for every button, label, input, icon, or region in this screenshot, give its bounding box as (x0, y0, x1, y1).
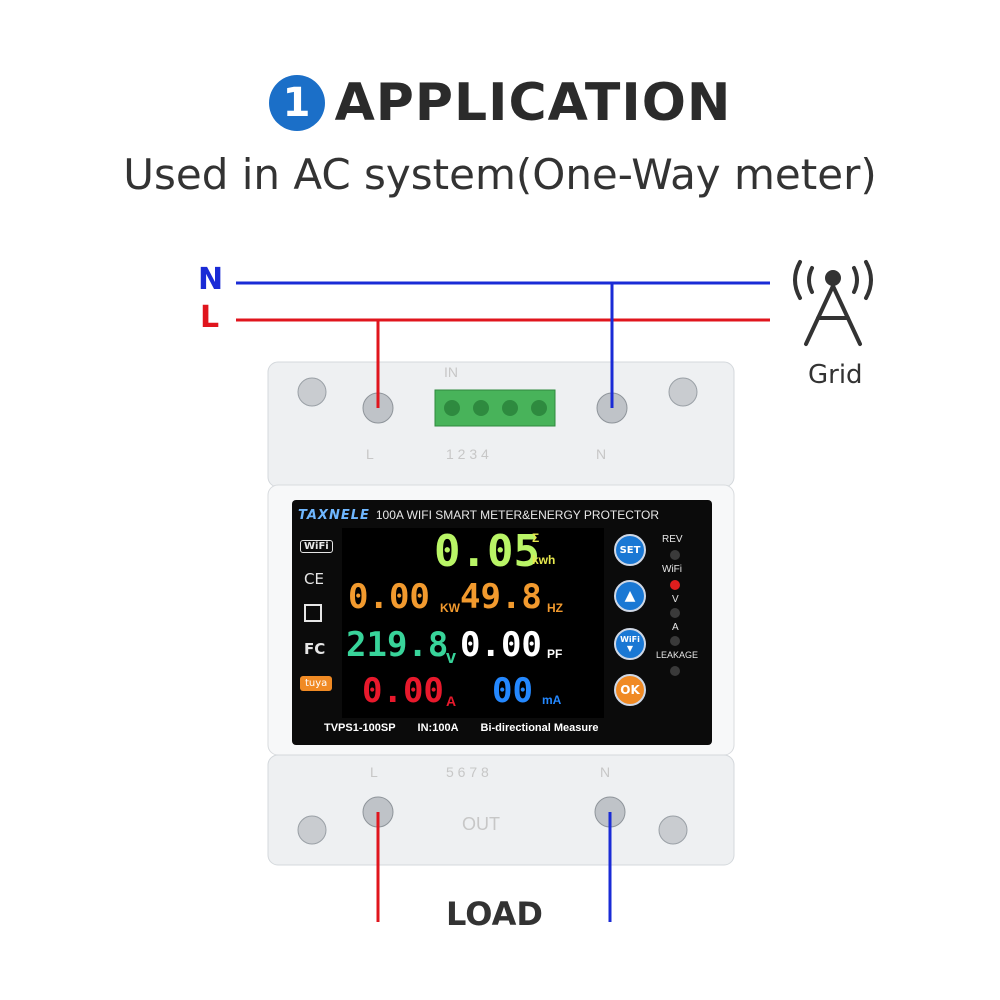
wifi-cert-icon: WiFi (300, 540, 333, 553)
current-unit: A (446, 693, 457, 709)
ok-button[interactable]: OK (614, 674, 646, 706)
terminal-screw (502, 400, 518, 416)
terminal-screw (473, 400, 489, 416)
frequency-unit: HZ (547, 601, 563, 615)
mounting-screw (668, 377, 698, 407)
out-label: OUT (462, 814, 500, 834)
ce-mark-icon: CE (304, 570, 324, 588)
voltage-unit: v (446, 647, 457, 667)
grid-label: Grid (808, 360, 863, 390)
leakage-value: 00 (492, 671, 533, 711)
energy-sigma: Σ (532, 531, 540, 545)
device-screen: TAXNELE 100A WIFI SMART METER&ENERGY PRO… (292, 500, 712, 745)
power-factor-unit: PF (547, 647, 563, 661)
terminal-pins-bottom: 5 6 7 8 (446, 764, 489, 780)
wifi-indicator-label: WiFi (662, 564, 682, 575)
load-label: LOAD (446, 895, 543, 933)
brand-strip: TAXNELE 100A WIFI SMART METER&ENERGY PRO… (292, 506, 712, 524)
fc-mark-icon: FC (304, 640, 326, 658)
terminal-label-top-right: N (596, 446, 607, 462)
model-number: TVPS1-100SP (324, 722, 396, 734)
wifi-led-icon (670, 580, 680, 590)
energy-unit: kwh (532, 553, 556, 567)
a-indicator-label: A (672, 622, 679, 633)
page-title: APPLICATION (334, 73, 732, 133)
v-indicator-label: V (672, 594, 679, 605)
current-rating: IN:100A (417, 722, 459, 734)
terminal-screw (531, 400, 547, 416)
voltage-value: 219.8 (346, 625, 449, 665)
wifi-down-button[interactable]: WiFi ▼ (614, 628, 646, 660)
current-value: 0.00 (362, 671, 444, 711)
frequency-value: 49.8 (460, 577, 542, 617)
rev-indicator-label: REV (662, 534, 683, 545)
mounting-screw (297, 815, 327, 845)
grid-tower-icon (793, 260, 873, 346)
neutral-label: N (198, 262, 224, 297)
power-value: 0.00 (348, 577, 430, 617)
up-button[interactable]: ▲ (614, 580, 646, 612)
in-label: IN (444, 364, 458, 380)
lcd-display: 0.05 Σ kwh 0.00 KW 49.8 HZ 219.8 v 0.00 … (342, 528, 604, 718)
terminal-label-bottom-right: N (600, 764, 611, 780)
rev-led-icon (670, 550, 680, 560)
set-button[interactable]: SET (614, 534, 646, 566)
terminal-screw (444, 400, 460, 416)
wifi-button-label: WiFi (620, 635, 640, 644)
page-subtitle: Used in AC system(One-Way meter) (123, 150, 877, 199)
step-number-badge: 1 (268, 75, 325, 131)
mounting-screw (658, 815, 688, 845)
double-insulation-icon (304, 604, 322, 622)
a-led-icon (670, 636, 680, 646)
power-factor-value: 0.00 (460, 625, 542, 665)
tuya-logo-icon: tuya (300, 676, 333, 691)
brand-name: TAXNELE (298, 507, 370, 523)
mounting-screw (297, 377, 327, 407)
v-led-icon (670, 608, 680, 618)
measure-mode: Bi-directional Measure (480, 722, 599, 734)
leakage-unit: mA (542, 693, 562, 707)
title-row: 1 APPLICATION (0, 68, 1000, 138)
live-label: L (200, 300, 220, 335)
power-unit: KW (440, 601, 460, 615)
product-description: 100A WIFI SMART METER&ENERGY PROTECTOR (375, 508, 660, 522)
model-strip: TVPS1-100SP IN:100A Bi-directional Measu… (292, 722, 712, 740)
down-arrow-icon: ▼ (626, 644, 634, 653)
leakage-led-icon (670, 666, 680, 676)
energy-value: 0.05 (434, 526, 540, 577)
terminal-pins-top: 1 2 3 4 (446, 446, 489, 462)
bottom-terminal-cover (267, 754, 735, 866)
terminal-label-bottom-left: L (370, 764, 378, 780)
leakage-indicator-label: LEAKAGE (656, 650, 699, 660)
terminal-label-top-left: L (366, 446, 374, 462)
